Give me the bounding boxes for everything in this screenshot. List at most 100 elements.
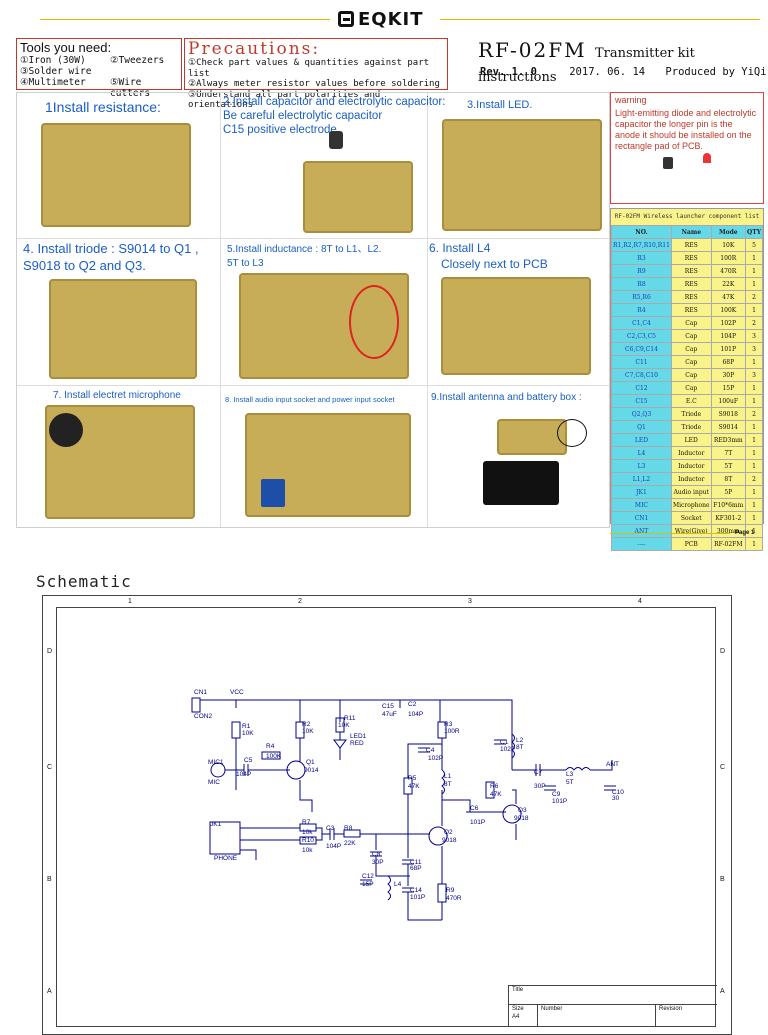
tool-item: ④Multimeter [20,77,86,88]
table-cell: 100K [710,303,747,317]
phone-jack-jk1 [209,821,241,855]
step-1-pcb-photo [41,123,191,227]
label-c3-value: 104P [326,843,341,850]
warning-box: warning Light-emitting diode and electro… [610,92,764,204]
grid-row-label: C [720,764,726,771]
led-symbol [333,739,347,749]
kit-producer: Produced by YiQi [665,66,767,78]
inductor-l3 [565,767,591,771]
grid-divider [220,93,221,527]
component-list: RF-02FM Wireless launcher component list… [610,208,764,551]
label-con2: CON2 [194,713,212,720]
wire [407,743,424,778]
label-l1-value: 8T [444,781,452,788]
table-cell: R5,R6 [611,290,672,304]
step-2-label: 2.Install capacitor and electrolytic cap… [223,96,446,108]
table-cell: C7,C8,C10 [611,368,672,382]
grid-col-label: 1 [128,598,132,605]
step-1-label: 1Install resistance: [45,99,161,115]
label-cn1: CN1 [194,689,207,696]
grid-divider [427,93,428,527]
table-cell: 15P [710,381,747,395]
resistor-r1 [231,721,241,739]
table-cell: 30P [710,368,747,382]
label-mic1: MIC1 [208,759,224,766]
wire [407,892,442,921]
component-list-title: RF-02FM Wireless launcher component list [611,209,763,225]
grid-row-label: D [47,648,53,655]
grid-row-label: A [720,988,725,995]
wire [440,699,513,770]
table-cell: PCB [670,537,712,551]
step-3-pcb-photo [442,119,602,231]
label-c5-value: 104P [236,771,251,778]
label-r10: R10 [302,837,314,844]
table-cell: 470R [710,264,747,278]
label-led-value: RED [350,740,364,747]
antenna-coil-icon [557,419,587,447]
transistor-q3 [502,804,522,824]
step-6-note: Closely next to PCB [441,257,548,271]
table-cell: RED3mm [710,433,747,447]
label-ant: ANT [606,761,619,768]
label-c5: C5 [244,757,253,764]
wire [200,699,237,708]
table-cell: 10K [710,238,747,252]
table-cell: 3 [745,368,763,382]
label-c9-value: 101P [552,798,567,805]
table-cell: Cap [670,355,712,369]
label-c12-value: 15P [362,881,374,888]
inductor-l2 [511,733,515,759]
table-cell: RES [670,277,712,291]
label-q1-value: 9014 [304,767,319,774]
step-4-note: S9018 to Q2 and Q3. [23,258,146,273]
grid-row-label: B [47,876,52,883]
table-cell: 1 [745,524,763,538]
label-r4: R4 [266,743,275,750]
title-block-rule [655,1004,656,1026]
table-header-row: NO. Name Mode QTY [611,225,763,239]
table-cell: 2 [745,316,763,330]
table-cell: Q1 [611,420,672,434]
highlight-circle [349,285,399,359]
step-5-note: 5T to L3 [227,258,264,269]
label-r7-value: 10k [302,829,313,836]
title-block-size-value: A4 [512,1014,520,1020]
title-block-size: Size [512,1006,524,1012]
brand-logo: EQKIT [338,8,438,30]
battery-box-icon [483,461,559,505]
tool-item: ①Iron (30W) [20,55,86,66]
step-4-pcb-photo [49,279,197,379]
table-cell: ---- [611,537,672,551]
step-2-pcb-photo [303,161,413,233]
label-r10-value: 10k [302,847,313,854]
label-led: LED1 [350,733,367,740]
step-6-label: 6. Install L4 [429,241,491,255]
label-c14: C14 [410,887,422,894]
table-cell: 1 [745,355,763,369]
grid-col-label: 3 [468,598,472,605]
table-cell: 100R [710,251,747,265]
wire [236,699,401,708]
label-phone: PHONE [214,855,238,862]
tools-box: Tools you need: ①Iron (30W) ②Tweezers ③S… [16,38,182,99]
table-cell: 1 [745,251,763,265]
kit-subtitle: Transmitter kit instructions [478,46,695,85]
wire [240,849,257,860]
tool-item: ③Solder wire [20,66,92,77]
label-mic-value: MIC [208,779,220,786]
label-c10-value: 30 [612,795,620,802]
table-cell: 1 [745,511,763,525]
label-l4: L4 [394,881,402,888]
label-r1: R1 [242,723,251,730]
label-c4: C4 [426,747,435,754]
